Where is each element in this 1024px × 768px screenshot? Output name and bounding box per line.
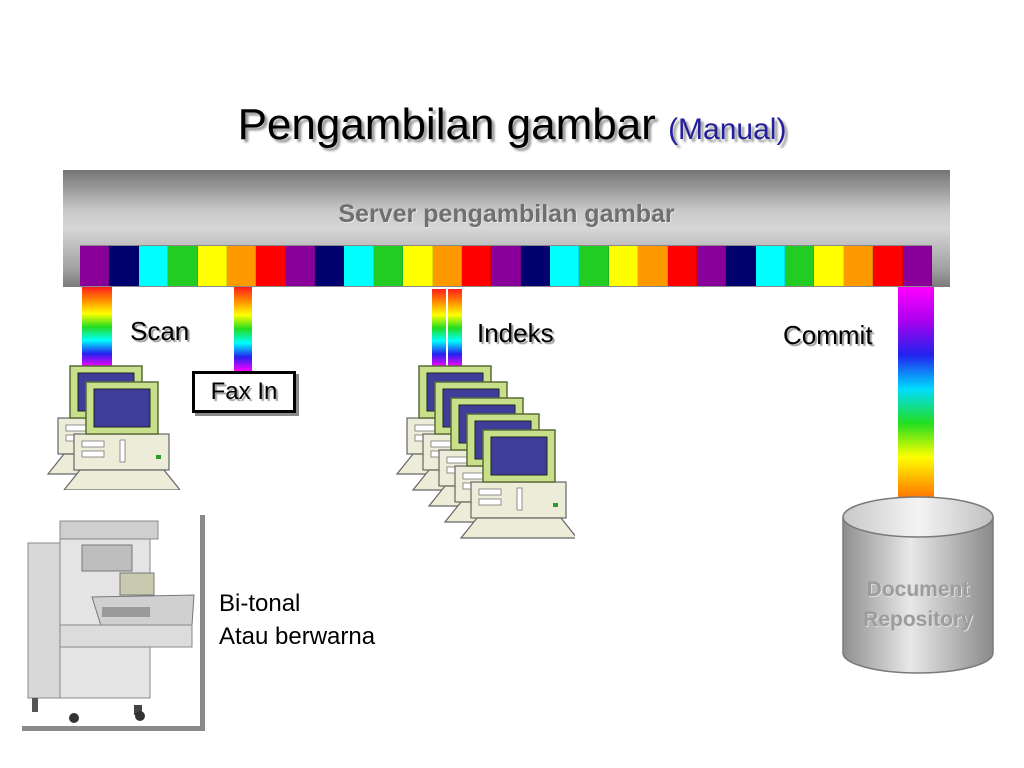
repository-line-2: Repository [863,608,973,631]
bus-segment [667,246,697,286]
bus-segment [491,246,521,286]
bus-segment [315,246,345,286]
bus-segment [168,246,198,286]
indeks-workstations [396,365,575,539]
output-format-note: Bi-tonal Atau berwarna [219,587,375,653]
bus-segment [109,246,139,286]
bus-segment [403,246,433,286]
scan-workstations [47,365,180,490]
bus-segment [285,246,315,286]
scan-connector [82,287,112,367]
bus-segment [520,246,550,286]
commit-label: Commit [783,320,873,350]
bus-segment [814,246,844,286]
title-sub: (Manual) [668,113,787,146]
bus-segment [256,246,286,286]
bus-segment [373,246,404,286]
title-main: Pengambilan gambar [237,100,656,149]
bus-segment [432,246,462,286]
bus-segment [608,246,639,286]
bus-segment [755,246,785,286]
page-title: Pengambilan gambar (Manual) [0,100,1024,150]
output-line-2: Atau berwarna [219,623,376,650]
fax-in-label: Fax In [210,378,278,405]
repository-label: Document Repository [843,575,993,635]
bus-segment [696,246,727,286]
bus-segment [638,246,668,286]
data-bus [80,245,932,287]
bus-segment [80,246,110,286]
scanner-icon [22,515,207,733]
bus-segment [726,246,756,286]
database-icon [842,496,994,674]
fax-connector [234,287,252,371]
bus-segment [226,246,257,286]
bus-segment [461,246,492,286]
output-line-1: Bi-tonal [219,590,301,617]
bus-segment [785,246,815,286]
repository-line-1: Document [866,578,970,601]
indeks-connector-1 [432,289,446,367]
fax-in-box: Fax In [192,371,296,413]
bus-segment [843,246,874,286]
bus-segment [138,246,169,286]
scan-label: Scan [130,316,190,346]
bus-segment [197,246,227,286]
indeks-label: Indeks [477,318,554,348]
server-label: Server pengambilan gambar [338,200,675,228]
bus-segment [550,246,580,286]
indeks-connector-2 [448,289,462,367]
bus-segment [579,246,609,286]
commit-connector [898,287,934,525]
bus-segment [344,246,374,286]
bus-segment [902,246,932,286]
bus-segment [873,246,903,286]
